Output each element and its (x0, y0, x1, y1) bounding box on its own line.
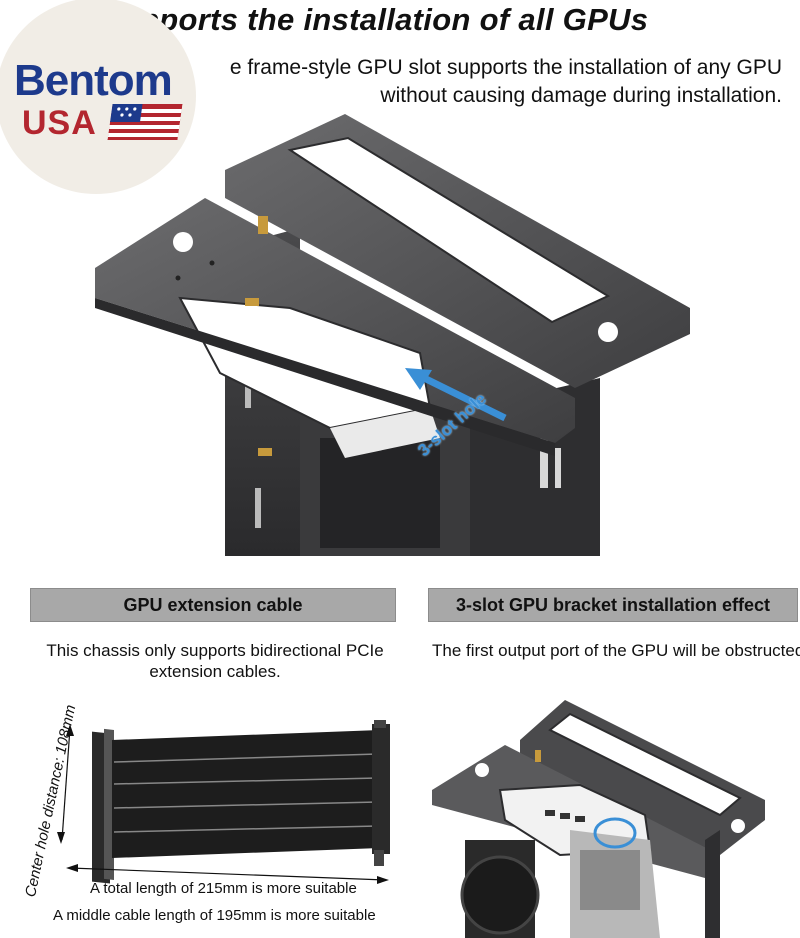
total-length-label: A total length of 215mm is more suitable (90, 880, 357, 897)
us-flag-icon (107, 104, 183, 140)
pcie-cable-photo (57, 720, 390, 884)
subtitle-line-1: e frame-style GPU slot supports the inst… (229, 56, 782, 79)
subtitle-line-2: without causing damage during installati… (380, 84, 782, 107)
headline: pports the installation of all GPUs (140, 2, 649, 37)
tab-gpu-extension-cable: GPU extension cable (30, 588, 396, 622)
subtitle: e frame-style GPU slot supports the inst… (142, 54, 782, 110)
logo-usa: USA (22, 104, 97, 142)
logo-bentom: Bentom (14, 56, 173, 105)
effect-note: The first output port of the GPU will be… (432, 641, 800, 660)
middle-length-label: A middle cable length of 195mm is more s… (53, 907, 376, 924)
bracket-installed-photo (432, 700, 765, 938)
cable-note: This chassis only supports bidirectional… (46, 641, 384, 681)
bracket-photo (95, 114, 690, 556)
logo-badge (0, 0, 196, 194)
tab-bracket-installation-effect: 3-slot GPU bracket installation effect (428, 588, 798, 622)
